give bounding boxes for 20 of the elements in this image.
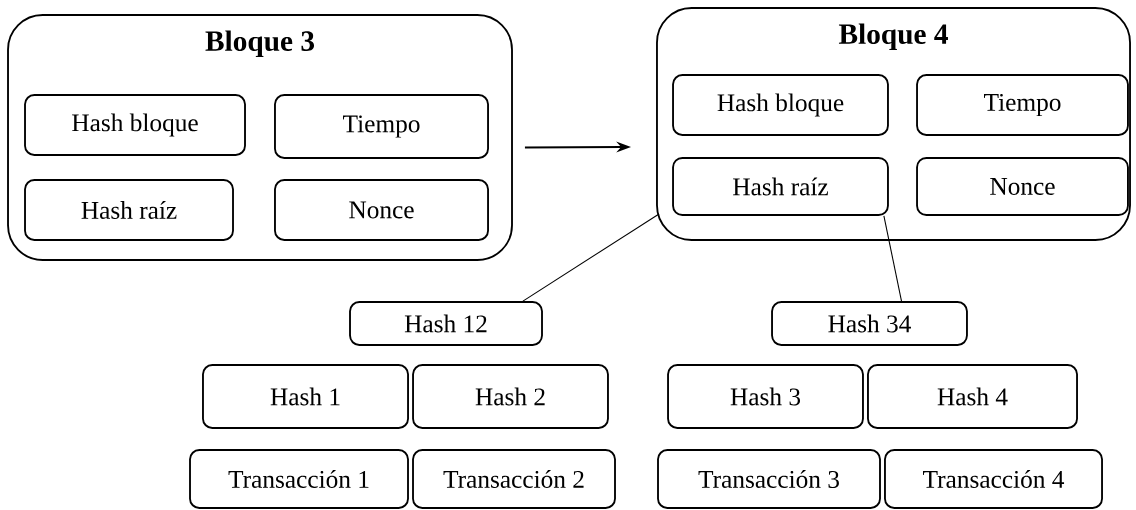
hash-box: Hash 12	[349, 301, 543, 346]
hash-box: Hash raíz	[672, 157, 889, 216]
transaction-box: Transacción 1	[189, 449, 409, 509]
connector-line	[883, 215, 903, 302]
hash-box: Nonce	[916, 157, 1129, 216]
hash-box: Hash 34	[771, 301, 968, 346]
hash-box: Tiempo	[916, 74, 1129, 136]
hash-box: Hash bloque	[672, 74, 889, 136]
connector-line	[522, 213, 660, 302]
hash-box: Hash 2	[412, 364, 609, 429]
transaction-box: Transacción 4	[884, 449, 1103, 509]
hash-box: Hash raíz	[24, 179, 234, 241]
transaction-box: Transacción 2	[412, 449, 616, 509]
hash-box: Tiempo	[274, 94, 489, 159]
hash-box: Nonce	[274, 179, 489, 241]
transaction-box: Transacción 3	[657, 449, 881, 509]
hash-box: Hash 3	[667, 364, 864, 429]
hash-box: Hash 1	[202, 364, 409, 429]
hash-box: Hash bloque	[24, 94, 246, 156]
hash-box: Hash 4	[867, 364, 1078, 429]
